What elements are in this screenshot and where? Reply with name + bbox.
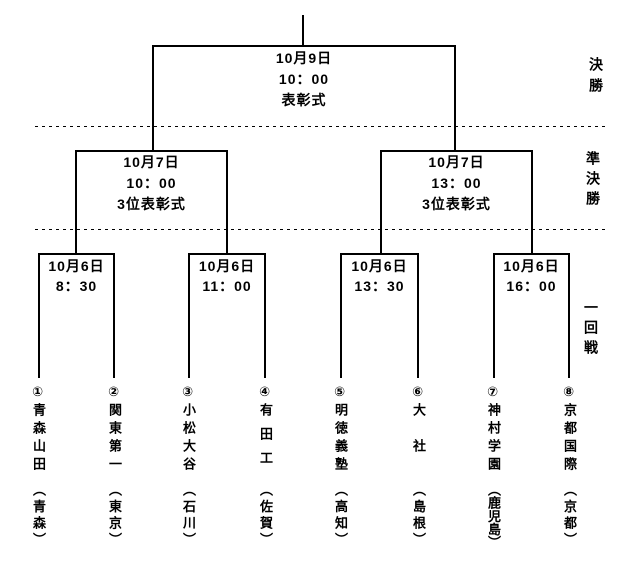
champion-line (302, 15, 304, 47)
semifinal-bracket-left (75, 150, 228, 253)
team-3-seed: ③ (181, 385, 196, 400)
team-column-5: ⑤ 明徳義塾 （高知） (331, 385, 349, 549)
team-3-name: 小松大谷 (181, 403, 196, 475)
round-separator-top (35, 126, 608, 127)
semifinal-right-info: 10月7日 13：00 3位表彰式 (380, 152, 533, 215)
round-label-first-round: 一回戦 (583, 300, 599, 360)
round-label-semifinal: 準決勝 (585, 151, 601, 211)
team-column-2: ② 関東第一 （東京） (105, 385, 123, 549)
semifinal-left-info: 10月7日 10：00 3位表彰式 (75, 152, 228, 215)
semifinal-right-note: 3位表彰式 (422, 196, 491, 212)
team-4-prefecture: （佐賀） (258, 483, 273, 549)
team-4-name: 有田工 (258, 403, 273, 475)
team-5-name: 明徳義塾 (333, 403, 348, 475)
semifinal-right-time: 13：00 (431, 175, 482, 191)
semifinal-right-date: 10月7日 (428, 154, 485, 170)
final-match-date: 10月9日 (275, 50, 333, 66)
semifinal-bracket-right (380, 150, 533, 253)
team-8-prefecture: （京都） (562, 483, 577, 549)
team-7-seed: ⑦ (486, 385, 501, 400)
first-round-match-3-info: 10月6日 13：30 (340, 256, 419, 296)
team-3-prefecture: （石川） (181, 483, 196, 549)
team-2-name: 関東第一 (107, 403, 122, 475)
team-1-seed: ① (31, 385, 46, 400)
team-8-seed: ⑧ (562, 385, 577, 400)
match-4-time: 16：00 (506, 278, 557, 294)
first-round-bracket-4 (493, 253, 570, 378)
team-5-seed: ⑤ (333, 385, 348, 400)
first-round-bracket-2 (188, 253, 266, 378)
team-5-prefecture: （高知） (333, 483, 348, 549)
team-2-prefecture: （東京） (107, 483, 122, 549)
match-3-time: 13：30 (354, 278, 405, 294)
match-2-time: 11：00 (202, 278, 252, 294)
team-7-prefecture: （鹿児島） (486, 483, 501, 549)
round-separator-bottom (35, 229, 608, 230)
semifinal-left-date: 10月7日 (123, 154, 180, 170)
team-column-6: ⑥ 大社 （島根） (409, 385, 427, 549)
team-6-name: 大社 (411, 403, 426, 475)
match-1-date: 10月6日 (48, 258, 105, 274)
final-match-note: 表彰式 (281, 92, 327, 108)
match-3-date: 10月6日 (351, 258, 408, 274)
final-match-time: 10：00 (278, 71, 330, 87)
match-2-date: 10月6日 (198, 258, 256, 274)
semifinal-left-note: 3位表彰式 (117, 196, 186, 212)
semifinal-left-time: 10：00 (126, 175, 177, 191)
team-column-1: ① 青森山田 （青森） (29, 385, 47, 549)
team-column-3: ③ 小松大谷 （石川） (179, 385, 197, 549)
round-label-final: 決勝 (588, 57, 604, 99)
first-round-match-4-info: 10月6日 16：00 (493, 256, 570, 296)
first-round-bracket-1 (38, 253, 115, 378)
first-round-match-1-info: 10月6日 8：30 (38, 256, 115, 296)
team-4-seed: ④ (258, 385, 273, 400)
team-2-seed: ② (107, 385, 122, 400)
final-match-info: 10月9日 10：00 表彰式 (152, 48, 456, 111)
team-6-prefecture: （島根） (411, 483, 426, 549)
team-7-name: 神村学園 (486, 403, 501, 475)
team-column-4: ④ 有田工 （佐賀） (256, 385, 274, 549)
team-column-7: ⑦ 神村学園 （鹿児島） (484, 385, 502, 549)
team-6-seed: ⑥ (411, 385, 426, 400)
first-round-bracket-3 (340, 253, 419, 378)
first-round-match-2-info: 10月6日 11：00 (188, 256, 266, 296)
team-1-prefecture: （青森） (31, 483, 46, 549)
team-1-name: 青森山田 (31, 403, 46, 475)
team-column-8: ⑧ 京都国際 （京都） (560, 385, 578, 549)
team-8-name: 京都国際 (562, 403, 577, 475)
final-bracket (152, 45, 456, 150)
match-1-time: 8：30 (55, 278, 98, 294)
match-4-date: 10月6日 (503, 258, 560, 274)
